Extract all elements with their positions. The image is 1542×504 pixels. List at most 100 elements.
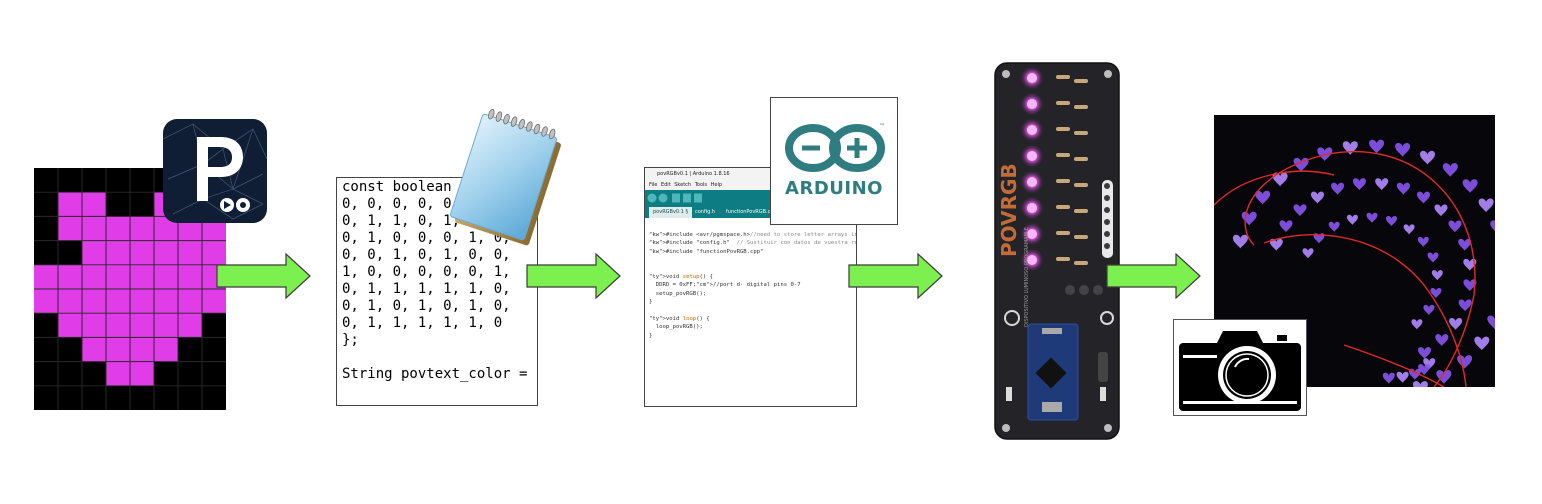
light-heart — [1442, 163, 1458, 177]
heart-pixel — [178, 289, 202, 314]
ide-code-line: } — [649, 299, 653, 306]
ide-code-line: "kw">#include <avr/pgmspace.h>//need to … — [649, 232, 857, 238]
ide-code-line: "kw">#include "config.h" // Sustituir co… — [649, 240, 857, 247]
ide-code-text: "kw">#include <avr/pgmspace.h>//need to … — [649, 231, 856, 340]
arduino-trademark: ™ — [879, 123, 885, 130]
menu-tools[interactable]: Tools — [694, 182, 708, 188]
heart-pixel — [82, 337, 106, 362]
light-heart — [1449, 317, 1463, 330]
resistor — [1074, 183, 1088, 187]
light-heart — [1382, 372, 1395, 384]
code-line: 0, 1, 0, 1, 0, 1, 0, — [342, 298, 511, 314]
light-heart — [1302, 248, 1314, 259]
menu-edit[interactable]: Edit — [660, 182, 671, 188]
led — [1027, 73, 1037, 83]
heart-pixel — [202, 289, 226, 314]
heart-pixel — [154, 240, 178, 265]
heart-pixel — [130, 216, 154, 241]
light-heart — [1396, 182, 1410, 195]
light-heart — [1375, 178, 1389, 191]
light-heart — [1279, 220, 1293, 233]
led — [1027, 99, 1037, 109]
ide-code-line: loop_povRGB(); — [649, 324, 703, 331]
ide-code-line: setup_povRGB(); — [649, 290, 707, 297]
right-arrow-icon — [848, 253, 943, 299]
menu-sketch[interactable]: Sketch — [674, 182, 692, 188]
heart-pixel — [154, 264, 178, 289]
heart-pixel — [34, 289, 58, 314]
heart-pixel — [130, 361, 154, 386]
light-heart — [1352, 178, 1366, 191]
light-heart — [1430, 288, 1442, 299]
code-line: 0, 1, 0, 0, 0, 1, 0, — [342, 230, 511, 246]
resistor — [1074, 235, 1088, 239]
tab-povrgb[interactable]: povRGBv0.1 § — [649, 207, 692, 218]
heart-pixel — [82, 240, 106, 265]
light-heart — [1418, 364, 1431, 376]
light-heart — [1434, 204, 1448, 217]
light-heart — [1311, 191, 1324, 204]
ide-code-line: DDRD = 0xFF;"cm">//port d- digital pins … — [649, 282, 801, 289]
transistor — [1079, 285, 1089, 295]
light-heart — [1328, 221, 1340, 232]
code-line: }; — [342, 332, 359, 348]
heart-pixel — [82, 313, 106, 338]
heart-pixel — [106, 313, 130, 338]
light-heart — [1369, 139, 1385, 154]
light-heart — [1436, 370, 1452, 384]
light-heart — [1487, 315, 1495, 330]
heart-pixel — [106, 361, 130, 386]
transistor — [1065, 285, 1075, 295]
light-heart — [1417, 191, 1430, 204]
camera-icon — [1173, 319, 1307, 416]
menu-help[interactable]: Help — [710, 182, 723, 188]
led — [1027, 177, 1037, 187]
light-heart — [1412, 381, 1428, 387]
light-heart — [1386, 216, 1397, 227]
light-heart — [1431, 270, 1443, 281]
notepad-icon — [449, 108, 561, 246]
light-heart — [1255, 190, 1271, 205]
light-heart — [1411, 319, 1423, 330]
heart-pixel — [154, 313, 178, 338]
heart-pixel — [58, 192, 82, 217]
piskel-logo — [163, 119, 267, 223]
ide-code-line: "ty">void loop() { — [649, 316, 710, 323]
light-heart — [1396, 371, 1409, 383]
light-heart — [1463, 258, 1477, 271]
ide-code-line: "ty">void setup() { — [649, 274, 714, 281]
heart-pixel — [82, 289, 106, 314]
resistor — [1056, 231, 1070, 235]
code-line: 0, 0, 1, 0, 1, 0, 0, — [342, 247, 511, 263]
code-line: String povtext_color = { — [342, 366, 538, 382]
ide-code-editor[interactable]: "kw">#include <avr/pgmspace.h>//need to … — [645, 218, 856, 340]
menu-file[interactable]: File — [649, 182, 658, 188]
heart-pixel — [154, 289, 178, 314]
led — [1027, 151, 1037, 161]
heart-pixel — [58, 216, 82, 241]
code-line: 0, 1, 1, 1, 1, 1, 0 — [342, 315, 503, 331]
right-arrow-icon — [216, 253, 311, 299]
light-heart — [1418, 347, 1431, 360]
heart-pixel — [130, 264, 154, 289]
light-heart — [1417, 236, 1429, 247]
light-heart — [1423, 304, 1435, 316]
light-heart — [1458, 238, 1472, 251]
heart-pixel — [106, 216, 130, 241]
heart-pixel — [130, 313, 154, 338]
light-heart — [1313, 233, 1325, 244]
resistor — [1056, 179, 1070, 183]
heart-pixel — [154, 337, 178, 362]
light-heart — [1423, 358, 1436, 370]
tab-function[interactable]: functionPovRGB.cpp — [726, 209, 777, 215]
heart-pixel — [106, 264, 130, 289]
board-brand: POVRGB — [997, 163, 1021, 257]
tab-config[interactable]: config.h — [695, 209, 716, 215]
ide-code-line: "kw">#include "functionPovRGB.cpp" — [649, 248, 764, 255]
arduino-logo-icon: ™ ARDUINO — [770, 97, 898, 225]
heart-pixel — [82, 264, 106, 289]
transistor — [1093, 285, 1103, 295]
light-heart — [1474, 336, 1490, 351]
led — [1027, 255, 1037, 265]
resistor — [1056, 75, 1070, 79]
